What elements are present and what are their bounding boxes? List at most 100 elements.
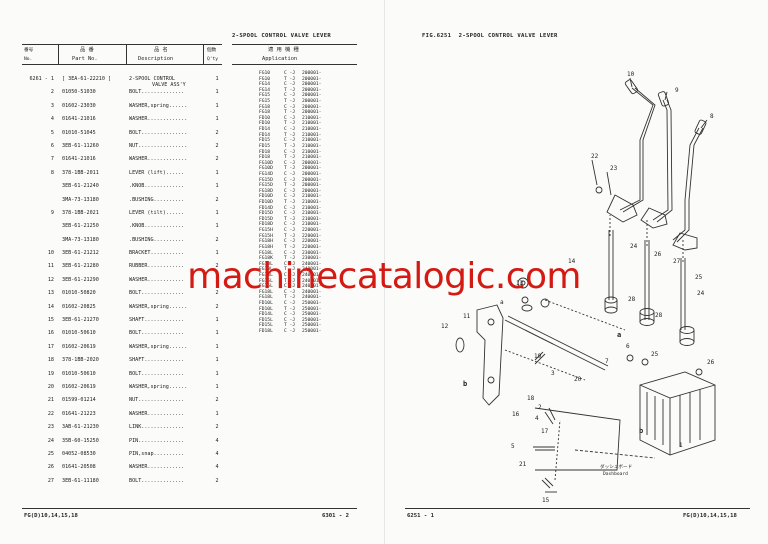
callout-23: 23	[610, 165, 618, 172]
item-number: 14	[47, 303, 54, 310]
category: C -J	[284, 261, 296, 267]
part-number: 378-1BB-2020	[62, 357, 99, 364]
category: C -J	[284, 127, 296, 133]
col-divider	[58, 44, 59, 65]
callout-12: 12	[441, 323, 449, 330]
serial-range: 220001-	[302, 239, 322, 245]
description: WASHER.............	[129, 116, 188, 123]
table-row: 3EB-61-21250.KNOB.............1	[24, 223, 220, 236]
callout-5: 5	[511, 443, 515, 450]
description: WASHER,spring......	[129, 102, 188, 109]
item-number: 6	[50, 142, 54, 149]
model: FG14L	[259, 272, 273, 278]
description: BOLT..............	[129, 89, 185, 96]
serial-range: 210001-	[302, 155, 322, 161]
header-qty-jp: 個数	[207, 48, 217, 53]
serial-range: 210001-	[302, 149, 322, 155]
footer-rule	[405, 508, 750, 509]
model: FG10	[259, 71, 271, 76]
callout-28: 28	[628, 296, 636, 303]
category: C -J	[284, 272, 296, 278]
callout-a2: a	[617, 331, 622, 339]
part-number: [ 3EA-61-22210 ]	[62, 76, 112, 82]
model: FD14	[259, 132, 271, 138]
category: C -J	[284, 284, 296, 290]
part-number: 3EB-61-21240	[62, 183, 99, 190]
part-number: 378-1BB-2021	[62, 209, 99, 216]
serial-range: 200001-	[302, 183, 322, 189]
model: FG18	[259, 110, 271, 116]
part-number: 378-1BB-2011	[62, 169, 99, 176]
quantity: 1	[215, 223, 219, 230]
model: FD18	[259, 155, 271, 161]
model: FG14D	[259, 171, 273, 177]
description: WASHER,spring......	[129, 383, 188, 390]
quantity: 2	[215, 129, 219, 136]
model: FD15L	[259, 317, 273, 323]
model: FG15	[259, 93, 271, 99]
callout-24: 24	[630, 243, 638, 250]
description: BOLT..............	[129, 370, 185, 377]
footer-page-number: 6251 - 1	[407, 513, 434, 519]
callout-14: 14	[568, 258, 576, 265]
model: FD10D	[259, 194, 273, 200]
serial-range: 200001-	[302, 76, 322, 82]
description: WASHER............	[129, 276, 185, 283]
model: FG15D	[259, 183, 273, 189]
part-number: 01602-20619	[62, 343, 96, 350]
quantity: 1	[215, 410, 219, 417]
serial-range: 200001-	[302, 177, 322, 183]
callout-28b: 28	[655, 312, 663, 319]
category: C -J	[284, 71, 296, 76]
col-divider	[203, 44, 204, 65]
quantity: 2	[215, 397, 219, 404]
footer-page-number: 6301 - 2	[322, 513, 349, 519]
table-row: 3EB-61-21240.KNOB.............1	[24, 183, 220, 196]
description: SHAFT.............	[129, 317, 185, 324]
category: T -J	[284, 76, 296, 82]
quantity: 1	[215, 89, 219, 96]
serial-range: 240001-	[302, 289, 322, 295]
table-row: 3MA-73-13180.BUSHING..........2	[24, 197, 220, 210]
serial-range: 220001-	[302, 228, 322, 234]
model: FG15H	[259, 228, 273, 234]
item-number: 2	[50, 89, 54, 96]
model: FG15D	[259, 177, 273, 183]
serial-range: 200001-	[302, 71, 322, 76]
part-number: 3EB-61-21250	[62, 223, 99, 230]
part-number: 01641-21016	[62, 156, 96, 163]
quantity: 1	[215, 343, 219, 350]
part-number: 01010-50610	[62, 330, 96, 337]
quantity: 2	[215, 424, 219, 431]
dashboard-label-en: Dashboard	[603, 472, 628, 477]
model: FD15L	[259, 323, 273, 329]
description: WASHER,spring......	[129, 303, 188, 310]
serial-range: 210001-	[302, 211, 322, 217]
table-header-rule	[22, 64, 222, 65]
serial-range: 240001-	[302, 284, 322, 290]
serial-range: 210001-	[302, 205, 322, 211]
description: NUT................	[129, 142, 188, 149]
serial-range: 220001-	[302, 244, 322, 250]
model: FD10L	[259, 300, 273, 306]
